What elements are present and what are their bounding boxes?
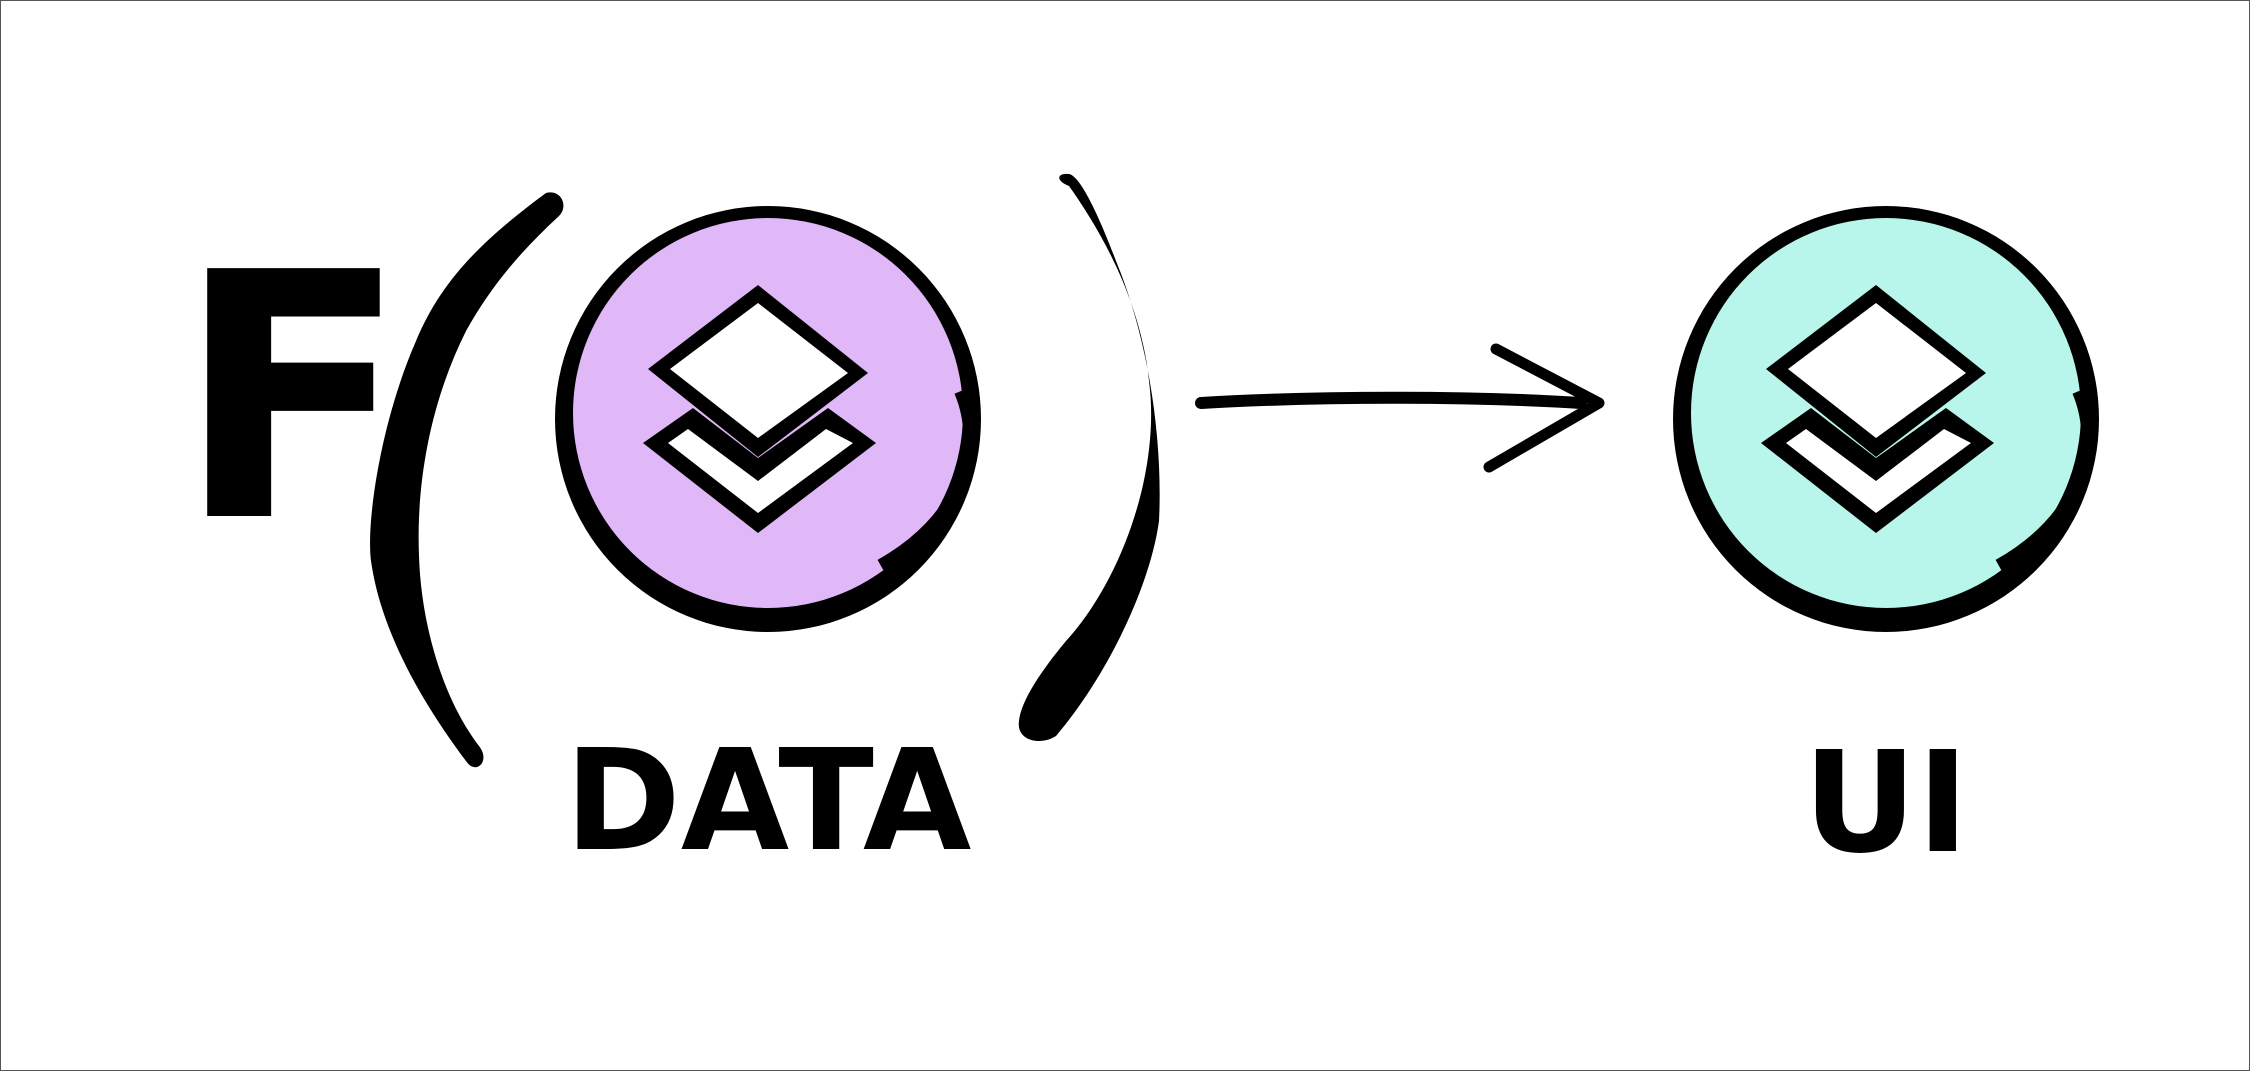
- data-label: DATA: [565, 720, 972, 883]
- ui-node: [1673, 206, 2099, 632]
- close-parenthesis: [1018, 173, 1160, 741]
- layers-icon: [643, 285, 876, 533]
- data-node: [555, 206, 981, 632]
- ui-label: UI: [1803, 722, 1969, 885]
- open-parenthesis: [370, 192, 564, 768]
- layers-icon: [1761, 285, 1994, 533]
- function-symbol: F: [176, 201, 408, 597]
- arrow-right-icon: [1195, 343, 1605, 473]
